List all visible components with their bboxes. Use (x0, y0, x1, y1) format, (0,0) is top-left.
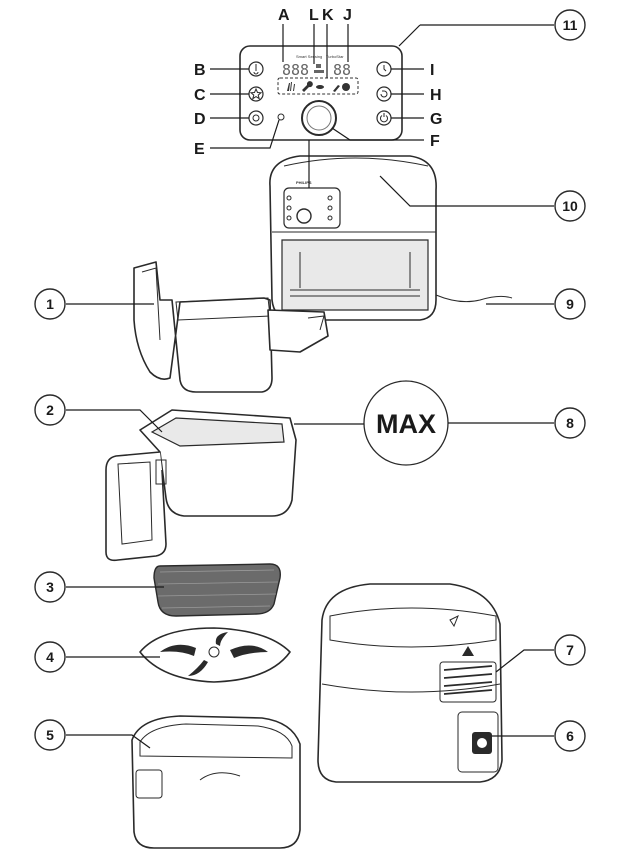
back-panel (457, 711, 499, 773)
drawer-cavity (281, 239, 429, 311)
display-left-digits: 888 (282, 61, 309, 79)
basket-handle[interactable] (105, 451, 167, 562)
cake-icon (342, 83, 350, 91)
callout-10 (554, 190, 586, 222)
warning-icon (462, 646, 474, 656)
label-C: C (194, 87, 206, 104)
dial-inner-ring (306, 105, 332, 131)
cavity-rails (290, 289, 420, 297)
outer-basket (131, 715, 301, 849)
callout-10-text: 10 (562, 198, 578, 214)
closed-fryer (317, 583, 503, 783)
shake-button[interactable] (248, 110, 264, 126)
label-E: E (194, 141, 205, 158)
callout-4-text: 4 (46, 649, 54, 665)
cooking-basket (105, 409, 297, 562)
indicator-light (277, 113, 285, 121)
basket-clip (135, 769, 163, 799)
callout-6 (554, 720, 586, 752)
leader-2 (66, 409, 163, 433)
callout-11-text: 11 (563, 17, 578, 33)
callout-9-text: 9 (566, 296, 574, 312)
leader-F (331, 127, 424, 141)
drumstick-icon (302, 81, 313, 92)
back-arrow-icon (380, 90, 388, 98)
leader-10 (379, 175, 554, 207)
callout-11 (554, 9, 586, 41)
fries-icon (287, 82, 295, 91)
label-G: G (430, 111, 442, 128)
callout-3-text: 3 (46, 579, 54, 595)
fan-blades (160, 632, 268, 676)
leader-E (210, 119, 280, 149)
fish-icon (316, 85, 324, 89)
preset-box (277, 77, 359, 95)
indicator-bar (314, 70, 324, 73)
star-icon (249, 87, 263, 100)
control-panel: Smart Sensing TurboStar 888 88 (239, 45, 403, 141)
mesh-insert (153, 563, 281, 617)
callout-3 (34, 571, 66, 603)
callout-2 (34, 394, 66, 426)
label-I: I (430, 62, 434, 79)
drawer-front-open (133, 261, 329, 393)
label-H: H (430, 87, 442, 104)
shake-icon (252, 114, 260, 122)
label-A: A (278, 7, 290, 24)
basket-inner (150, 417, 285, 447)
callout-7 (554, 634, 586, 666)
label-K: K (322, 7, 334, 24)
callout-4 (34, 641, 66, 673)
leader-5 (66, 734, 151, 749)
keep-warm-button[interactable] (376, 86, 392, 102)
closed-seam (321, 683, 501, 693)
label-L: L (309, 7, 319, 24)
leader-11 (398, 24, 421, 47)
leader-7 (495, 649, 554, 673)
label-B: B (194, 62, 206, 79)
callout-7-text: 7 (566, 642, 574, 658)
handle-lock (155, 459, 167, 485)
label-F: F (430, 133, 440, 150)
panel-brand-line: Smart Sensing (296, 54, 322, 59)
callout-6-text: 6 (566, 728, 574, 744)
display-right-digits: 88 (333, 61, 351, 79)
indicator-icon (316, 64, 321, 68)
power-icon (380, 113, 388, 123)
label-J: J (343, 7, 352, 24)
number-callouts: 11 10 9 8 7 6 1 2 3 4 (34, 9, 586, 752)
clock-icon (383, 65, 387, 72)
body-brand: PHILIPS (296, 180, 312, 185)
max-label: MAX (376, 409, 436, 439)
bottle-icon (333, 85, 340, 92)
max-indicator: MAX (294, 380, 449, 466)
drawer-base (267, 309, 329, 353)
callout-9 (554, 288, 586, 320)
air-vent (439, 661, 497, 703)
panel-brand-line-extra: TurboStar (326, 54, 344, 59)
fat-reducer (139, 627, 291, 683)
callout-8 (554, 407, 586, 439)
callout-5 (34, 719, 66, 751)
lid-edge (283, 157, 429, 167)
callout-8-text: 8 (566, 415, 574, 431)
closed-lid (329, 607, 497, 648)
thermometer-icon (253, 64, 259, 75)
letter-labels: A L K J B C D E F I H G (194, 7, 442, 158)
callout-1 (34, 288, 66, 320)
body-dial[interactable] (296, 208, 312, 224)
callout-5-text: 5 (46, 727, 54, 743)
callout-1-text: 1 (46, 296, 54, 312)
callout-2-text: 2 (46, 402, 54, 418)
label-D: D (194, 111, 206, 128)
power-cord (435, 294, 513, 303)
airfryer-body: PHILIPS (269, 140, 513, 321)
